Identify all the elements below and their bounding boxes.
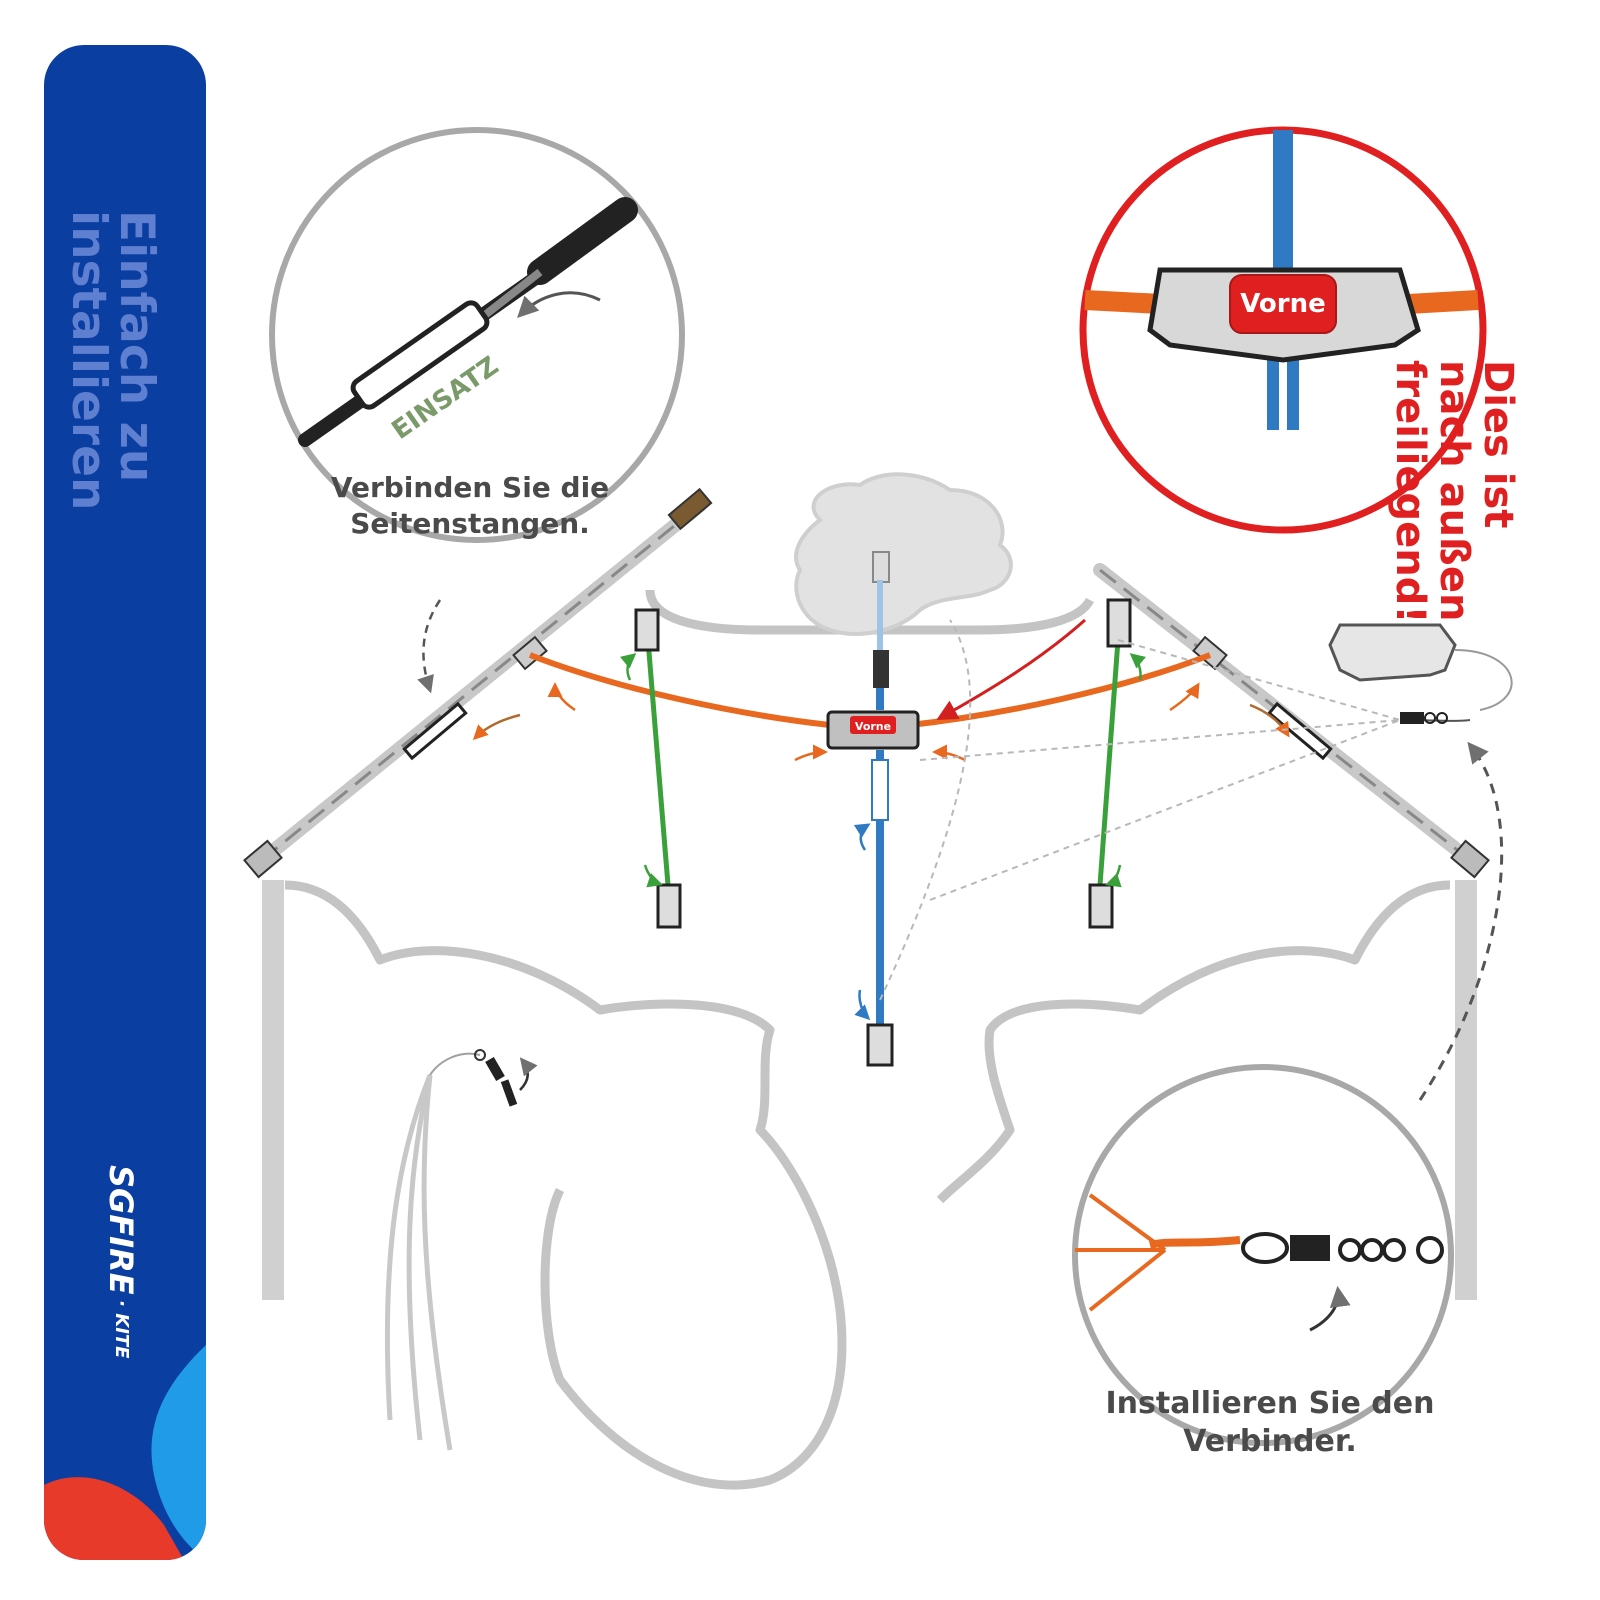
center-connector-label: Vorne [855,720,891,733]
spreader-right-arrow-2 [1249,703,1290,738]
dragon-head-shape [794,472,1013,636]
spreader-left-arrow-1 [547,682,576,712]
tail-hook-arrow [519,1057,538,1091]
right-standoff-up-arrow [1129,653,1147,681]
brand-logo: SGFIRE · KITE [102,1165,140,1358]
left-standoff [634,608,682,929]
center-spine [866,551,894,1067]
sidebar-banner: Einfach zu installieren SGFIRE · KITE [44,45,206,1560]
sidebar-wave-decoration [44,1345,206,1560]
bridle-swivel [1399,712,1471,724]
spine-up-arrow [853,823,871,851]
left-spar-tip-end-cap [667,487,713,531]
right-standoff [1088,598,1132,929]
tail-swivel-clip [474,1049,518,1107]
spreader-center-left-arrow [794,744,828,762]
line-winder-handle [1328,623,1513,711]
bridle-lines [879,619,1401,1001]
spar-caption: Verbinden Sie die Seitenstangen. [330,471,610,540]
brand-suffix: · KITE [111,1300,132,1359]
spine-down-arrow [854,989,871,1021]
swivel-connector-callout [1072,1064,1454,1446]
left-standoff-up-arrow [619,653,637,681]
front-connector-callout: Vorne [1079,126,1487,534]
left-wingtip-cap [243,839,283,879]
right-standoff-down-arrow [1105,864,1122,888]
brand-name: SGFIRE [102,1165,140,1295]
kite-right-trailing-edge [1455,880,1477,1300]
sidebar-title: Einfach zu installieren [61,210,164,511]
swivel-caption: Installieren Sie den Verbinder. [1105,1386,1435,1459]
spreader-right-arrow-1 [1169,682,1200,712]
left-leading-edge-spar [255,498,707,867]
front-pointer-arrow [936,618,1086,721]
left-standoff-down-arrow [643,864,663,888]
front-connector-label: Vorne [1240,289,1326,319]
spreader-center-right-arrow [932,744,966,762]
swivel-up-dashed-arrow [1418,741,1504,1101]
kite-tail-streamers [384,1074,453,1451]
spar-joint-callout: EINSATZ [269,127,685,543]
kite-left-trailing-edge [262,880,284,1300]
spreader-left-arrow-2 [472,713,521,741]
spar-callout-dashed-arrow [417,599,442,694]
center-connector: Vorne [826,710,920,750]
lower-spreader-rod [528,652,1212,728]
left-spar-ferrule [402,701,468,761]
right-spar-ferrule [1267,701,1333,761]
right-wingtip-cap [1450,839,1490,879]
front-exposed-note: Dies ist nach außen freiliegend! [1387,360,1521,624]
tail-attachment-line [429,1052,481,1076]
